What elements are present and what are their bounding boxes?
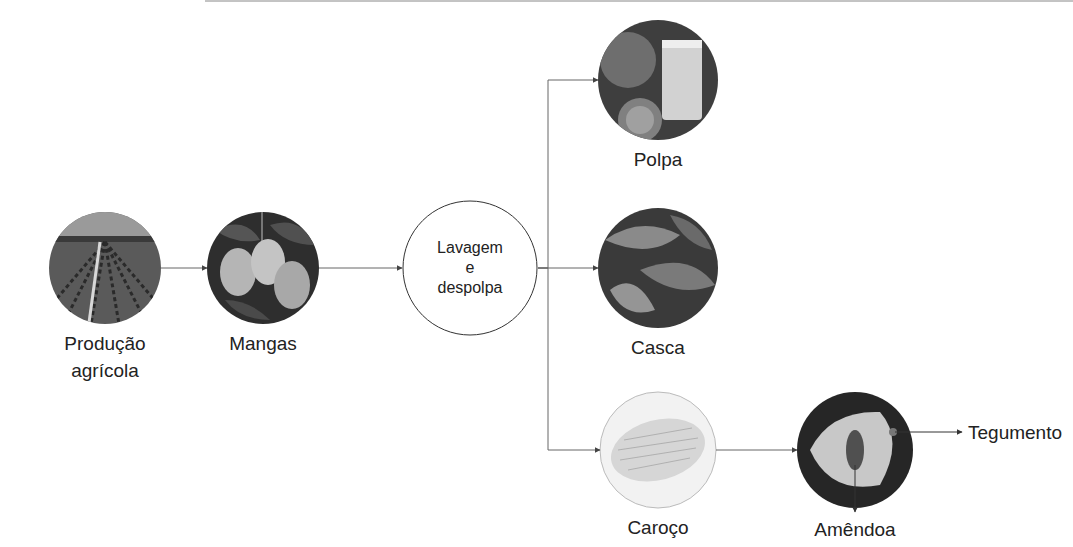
photo-circle: Polpa xyxy=(598,20,718,140)
mango-photo xyxy=(207,212,319,324)
node-label: Polpa xyxy=(578,146,738,173)
stone-outline xyxy=(600,392,716,508)
frame-line xyxy=(205,1,1073,2)
flow-arrow xyxy=(538,268,600,450)
node-label: Produção agrícola xyxy=(50,330,160,384)
part-label: Amêndoa xyxy=(775,516,935,543)
pulp-photo xyxy=(598,20,718,142)
node-label: Casca xyxy=(578,334,738,361)
process-circle: Lavagem e despolpa xyxy=(402,200,538,336)
node-label: Caroço xyxy=(578,514,738,541)
node-label: Mangas xyxy=(183,330,343,357)
circle-outline xyxy=(49,212,161,324)
part-label: Tegumento xyxy=(968,419,1062,446)
circle-outline xyxy=(600,392,716,508)
flow-arrow xyxy=(716,450,797,451)
circle-outline xyxy=(598,208,718,328)
circle-outline xyxy=(207,212,319,324)
photo-circle: Produção agrícola xyxy=(49,212,161,324)
photo-circle: Casca xyxy=(598,208,718,328)
photo-circle: AmêndoaTegumento xyxy=(797,392,913,508)
stone-photo xyxy=(600,392,716,508)
flow-arrow xyxy=(161,268,207,269)
photo-circle: Mangas xyxy=(207,212,319,324)
leader-line xyxy=(895,432,962,433)
circle-outline xyxy=(598,20,718,140)
photo-circle: Caroço xyxy=(600,392,716,508)
node-label: Lavagem e despolpa xyxy=(434,238,506,298)
field-photo xyxy=(30,212,180,330)
leader-line xyxy=(855,465,856,512)
flow-arrow xyxy=(319,268,402,269)
peel-photo xyxy=(598,208,718,328)
flow-arrow xyxy=(538,80,598,268)
circle-outline xyxy=(797,392,913,508)
